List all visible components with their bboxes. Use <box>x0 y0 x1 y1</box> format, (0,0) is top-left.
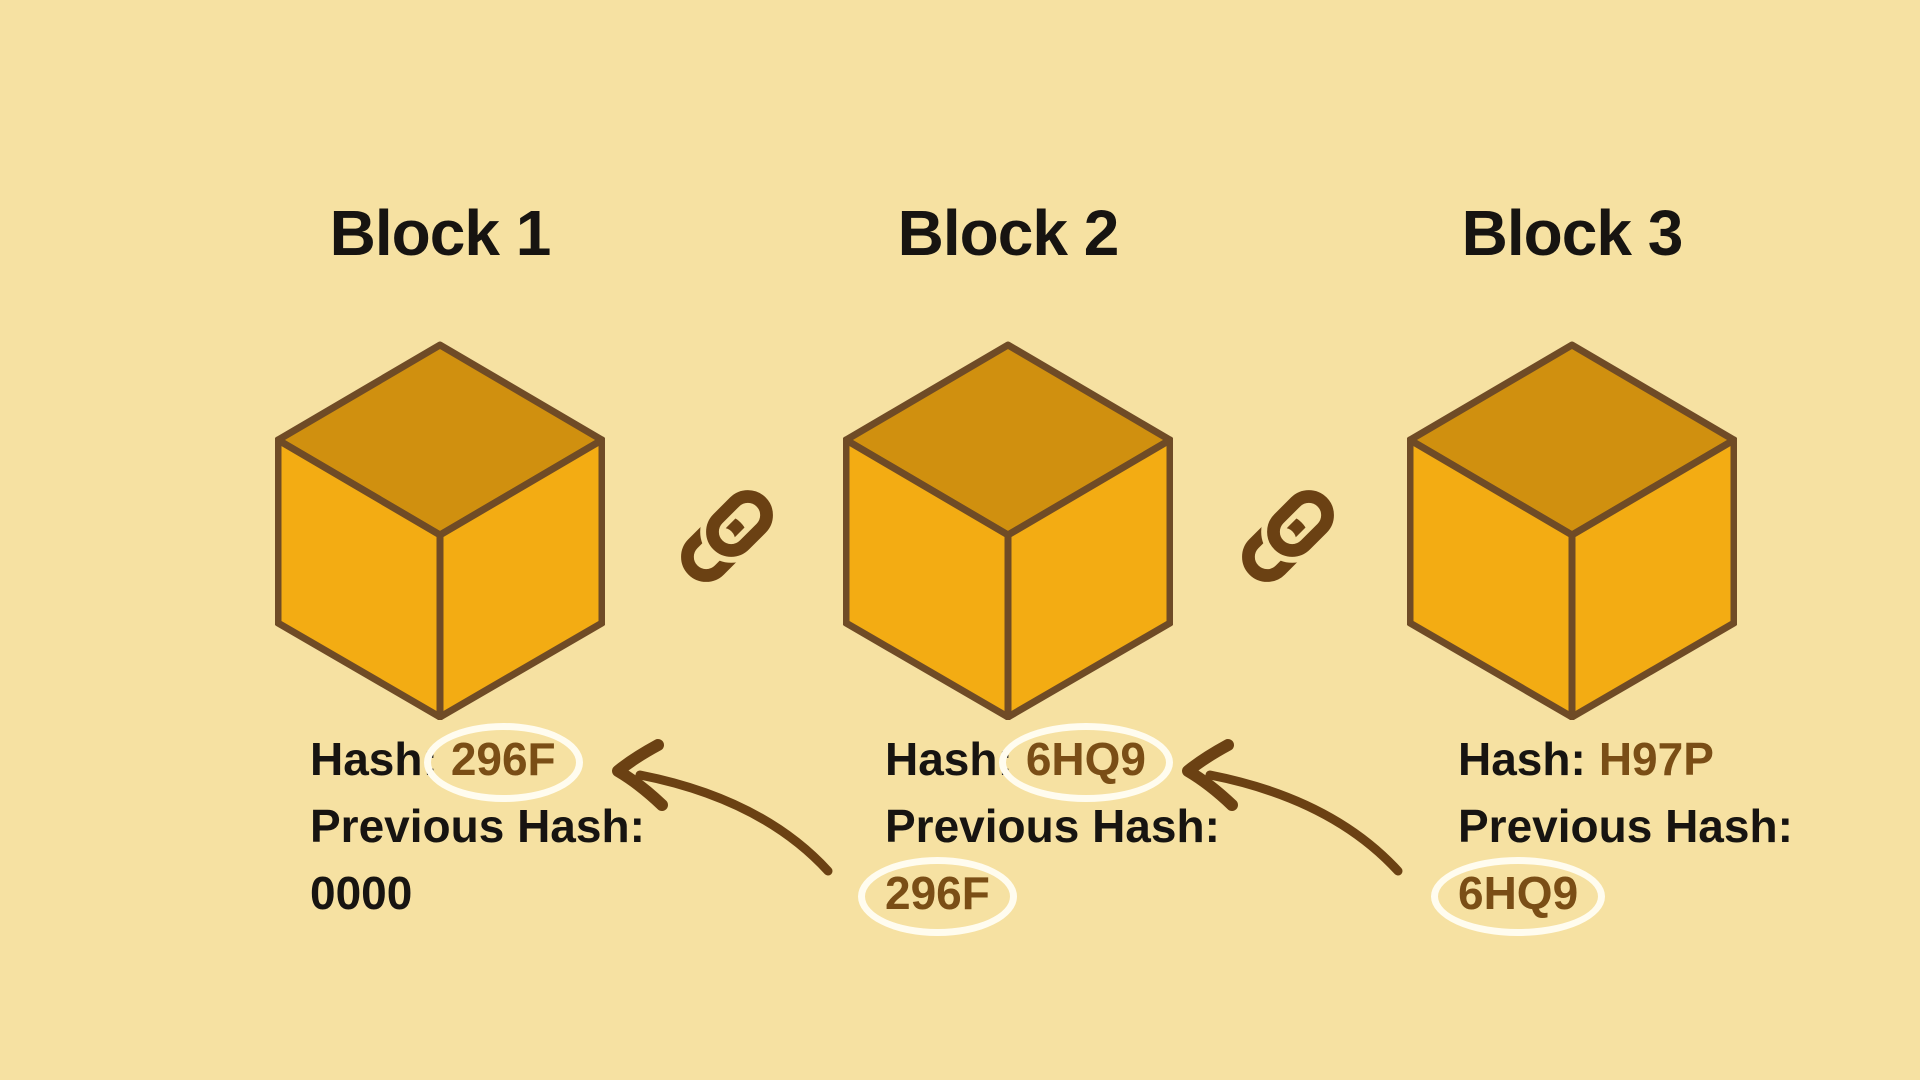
hash-value: 6HQ9 <box>998 723 1174 802</box>
block-title: Block 1 <box>329 197 552 269</box>
hash-text: Hash:296F Previous Hash: 0000 <box>310 723 670 927</box>
previous-hash-label-line: Previous Hash: <box>1458 793 1818 860</box>
previous-hash-label: Previous Hash: <box>1458 800 1793 852</box>
cube-right-face <box>436 436 605 720</box>
cube-icon <box>1407 341 1737 720</box>
hash-line: Hash:H97P <box>1458 726 1818 793</box>
curved-arrow-left-icon <box>1182 739 1403 876</box>
cube-right-face <box>1568 436 1737 720</box>
block-group-3: Block 3 Hash:H97P Previous Hash: 6HQ9 <box>1372 190 1793 980</box>
previous-hash-label-line: Previous Hash: <box>885 793 1245 860</box>
block-title: Block 3 <box>1461 197 1684 269</box>
chain-link-icon <box>681 484 779 582</box>
previous-hash-value: 296F <box>858 857 1017 936</box>
hash-label: Hash: <box>1458 733 1586 785</box>
block-title: Block 2 <box>897 197 1120 269</box>
previous-hash-label: Previous Hash: <box>310 800 645 852</box>
block-group-1: Block 1 Hash:296F Previous Hash: 0000 <box>240 190 645 980</box>
cube-icon <box>275 341 605 720</box>
previous-hash-label: Previous Hash: <box>885 800 1220 852</box>
block-group-2: Block 2 Hash:6HQ9 Previous Hash: 296F <box>808 190 1220 980</box>
previous-hash-label-line: Previous Hash: <box>310 793 670 860</box>
hash-text: Hash:H97P Previous Hash: 6HQ9 <box>1430 726 1818 936</box>
hash-value: 296F <box>423 723 583 802</box>
cube-icon <box>843 341 1173 720</box>
previous-hash-value-line: 0000 <box>310 860 670 927</box>
hash-label: Hash: <box>310 733 438 785</box>
previous-hash-value: 0000 <box>310 867 413 919</box>
curved-arrow-left-icon <box>612 739 833 876</box>
hash-value: H97P <box>1598 733 1714 785</box>
hash-line: Hash:296F <box>310 723 670 802</box>
previous-hash-value-line: 6HQ9 <box>1430 857 1818 936</box>
hash-label: Hash: <box>885 733 1013 785</box>
cube-right-face <box>1004 436 1173 720</box>
chain-link-icon <box>1242 484 1340 582</box>
previous-hash-value: 6HQ9 <box>1430 857 1606 936</box>
